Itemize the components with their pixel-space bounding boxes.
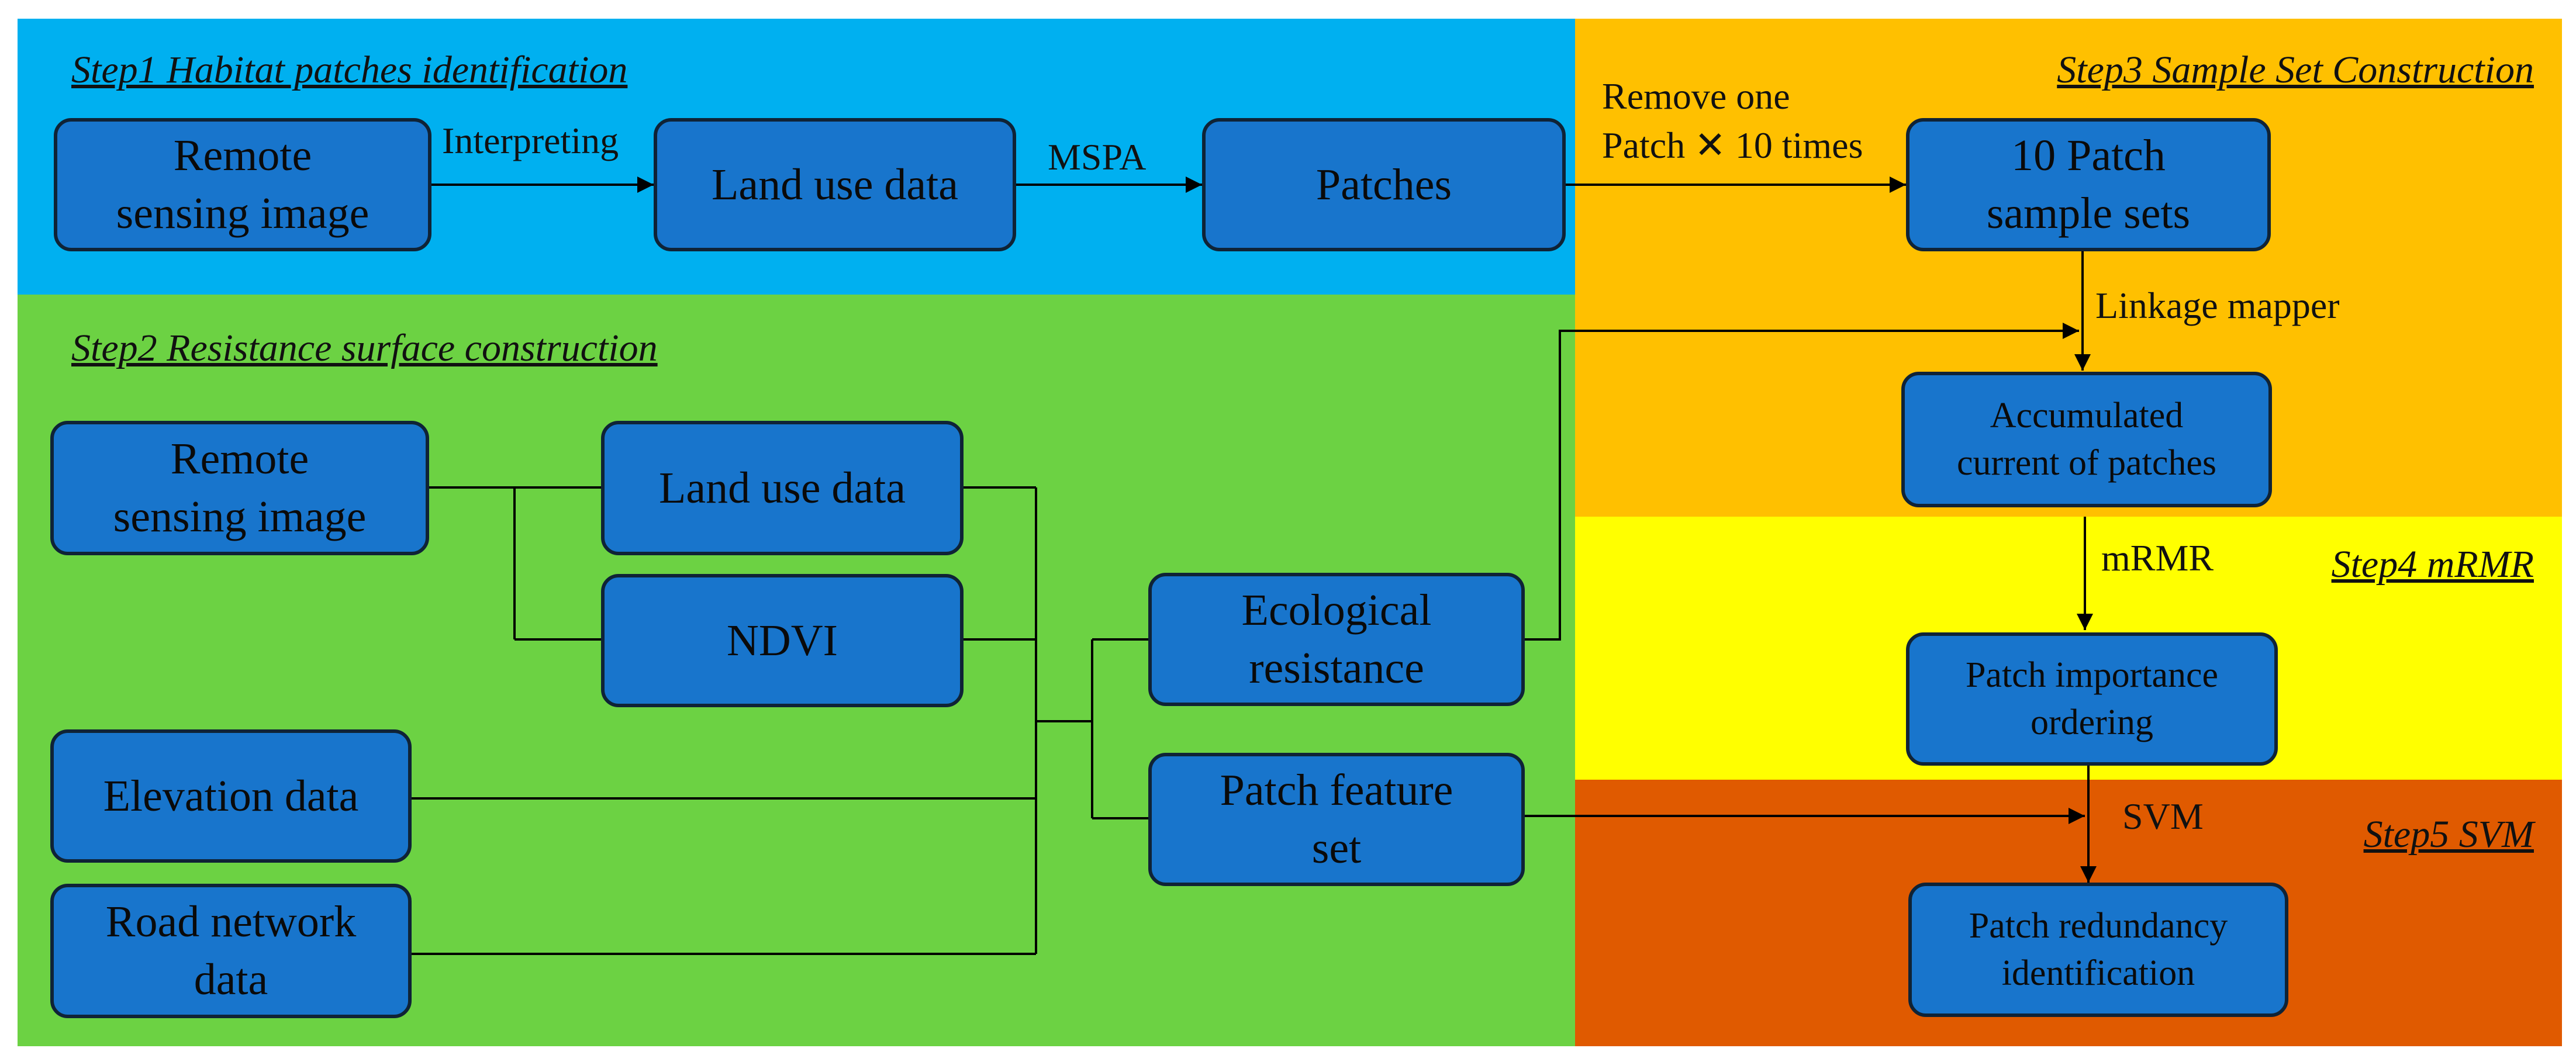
label-mspa: MSPA — [1048, 136, 1147, 178]
node-patch-feature-set: Patch feature set — [1148, 753, 1525, 886]
step4-title: Step4 mRMR — [2331, 543, 2534, 586]
label-linkage-mapper: Linkage mapper — [2095, 285, 2340, 326]
node-elevation-data: Elevation data — [50, 729, 412, 863]
label-mrmr: mRMR — [2101, 537, 2214, 579]
node-remote-sensing-image-step2: Remote sensing image — [50, 421, 429, 555]
node-patch-redundancy-identification: Patch redundancy identification — [1908, 883, 2288, 1017]
node-patch-importance-ordering: Patch importance ordering — [1906, 632, 2278, 766]
label-interpreting: Interpreting — [442, 120, 619, 161]
node-land-use-data-step1: Land use data — [654, 118, 1016, 251]
node-ecological-resistance: Ecological resistance — [1148, 573, 1525, 706]
label-remove-one: Remove one — [1602, 75, 1790, 117]
node-land-use-data-step2: Land use data — [601, 421, 964, 555]
step2-title: Step2 Resistance surface construction — [71, 327, 658, 369]
step5-title: Step5 SVM — [2363, 813, 2534, 856]
label-patch-times: Patch ✕ 10 times — [1602, 124, 1863, 166]
node-remote-sensing-image-step1: Remote sensing image — [54, 118, 431, 251]
node-accumulated-current: Accumulated current of patches — [1901, 372, 2272, 507]
node-patch-sample-sets: 10 Patch sample sets — [1906, 118, 2271, 251]
node-patches: Patches — [1202, 118, 1566, 251]
step3-title: Step3 Sample Set Construction — [2057, 49, 2534, 91]
label-svm: SVM — [2122, 795, 2204, 837]
node-road-network-data: Road network data — [50, 884, 412, 1018]
node-ndvi: NDVI — [601, 574, 964, 707]
step1-title: Step1 Habitat patches identification — [71, 49, 628, 91]
